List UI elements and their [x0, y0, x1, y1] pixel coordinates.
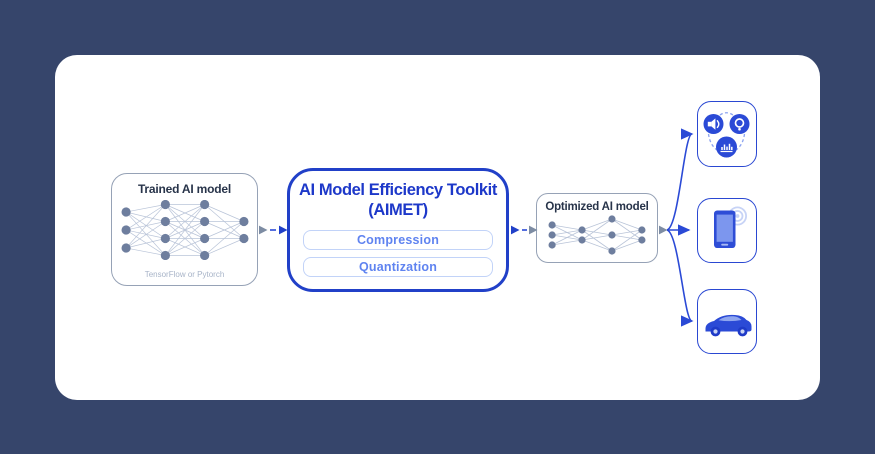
cycle-arc-top — [719, 112, 734, 116]
cycle-arc-left — [707, 133, 718, 151]
camera-lens-icon — [729, 114, 750, 134]
aimet-title-line2: (AIMET) — [368, 201, 428, 219]
optimized-model-title: Optimized AI model — [545, 201, 649, 213]
fan-origin-arrowhead — [659, 225, 668, 235]
optimized-model-box: Optimized AI model — [536, 193, 658, 263]
optimized-neural-network — [548, 215, 646, 255]
arrow-to-car-box — [666, 229, 694, 327]
smartphone-icon — [714, 210, 736, 248]
aimet-title: AI Model Efficiency Toolkit (AIMET) — [290, 180, 506, 220]
target-car-box — [697, 289, 757, 354]
cycle-arc-right — [735, 133, 746, 151]
car-icon — [705, 314, 752, 337]
framework-label: TensorFlow or Pytorch — [144, 270, 225, 279]
car-graphic — [705, 314, 752, 337]
histogram-icon — [716, 136, 737, 158]
target-iot-multimedia-box — [697, 101, 757, 167]
arrow-aimet-to-optimized — [511, 225, 538, 235]
arrow-fan-to-targets — [659, 128, 694, 327]
iot-multimedia-graphic — [703, 112, 750, 158]
trained-model-title: Trained AI model — [137, 182, 232, 196]
trained-model-box: Trained AI model TensorFlow or Pytorch — [111, 173, 258, 286]
aimet-box: AI Model Efficiency Toolkit (AIMET) Comp… — [287, 168, 509, 292]
trained-neural-network — [121, 200, 248, 260]
diagram-card: Trained AI model TensorFlow or Pytorch A… — [55, 55, 820, 400]
arrow-to-iot-box — [666, 128, 694, 231]
target-smartphone-box — [697, 198, 757, 263]
aimet-title-line1: AI Model Efficiency Toolkit — [299, 181, 497, 199]
quantization-button[interactable]: Quantization — [303, 257, 493, 277]
speaker-icon — [703, 114, 724, 134]
smartphone-graphic — [714, 206, 748, 248]
compression-button[interactable]: Compression — [303, 230, 493, 250]
arrow-trained-to-aimet — [259, 225, 288, 235]
